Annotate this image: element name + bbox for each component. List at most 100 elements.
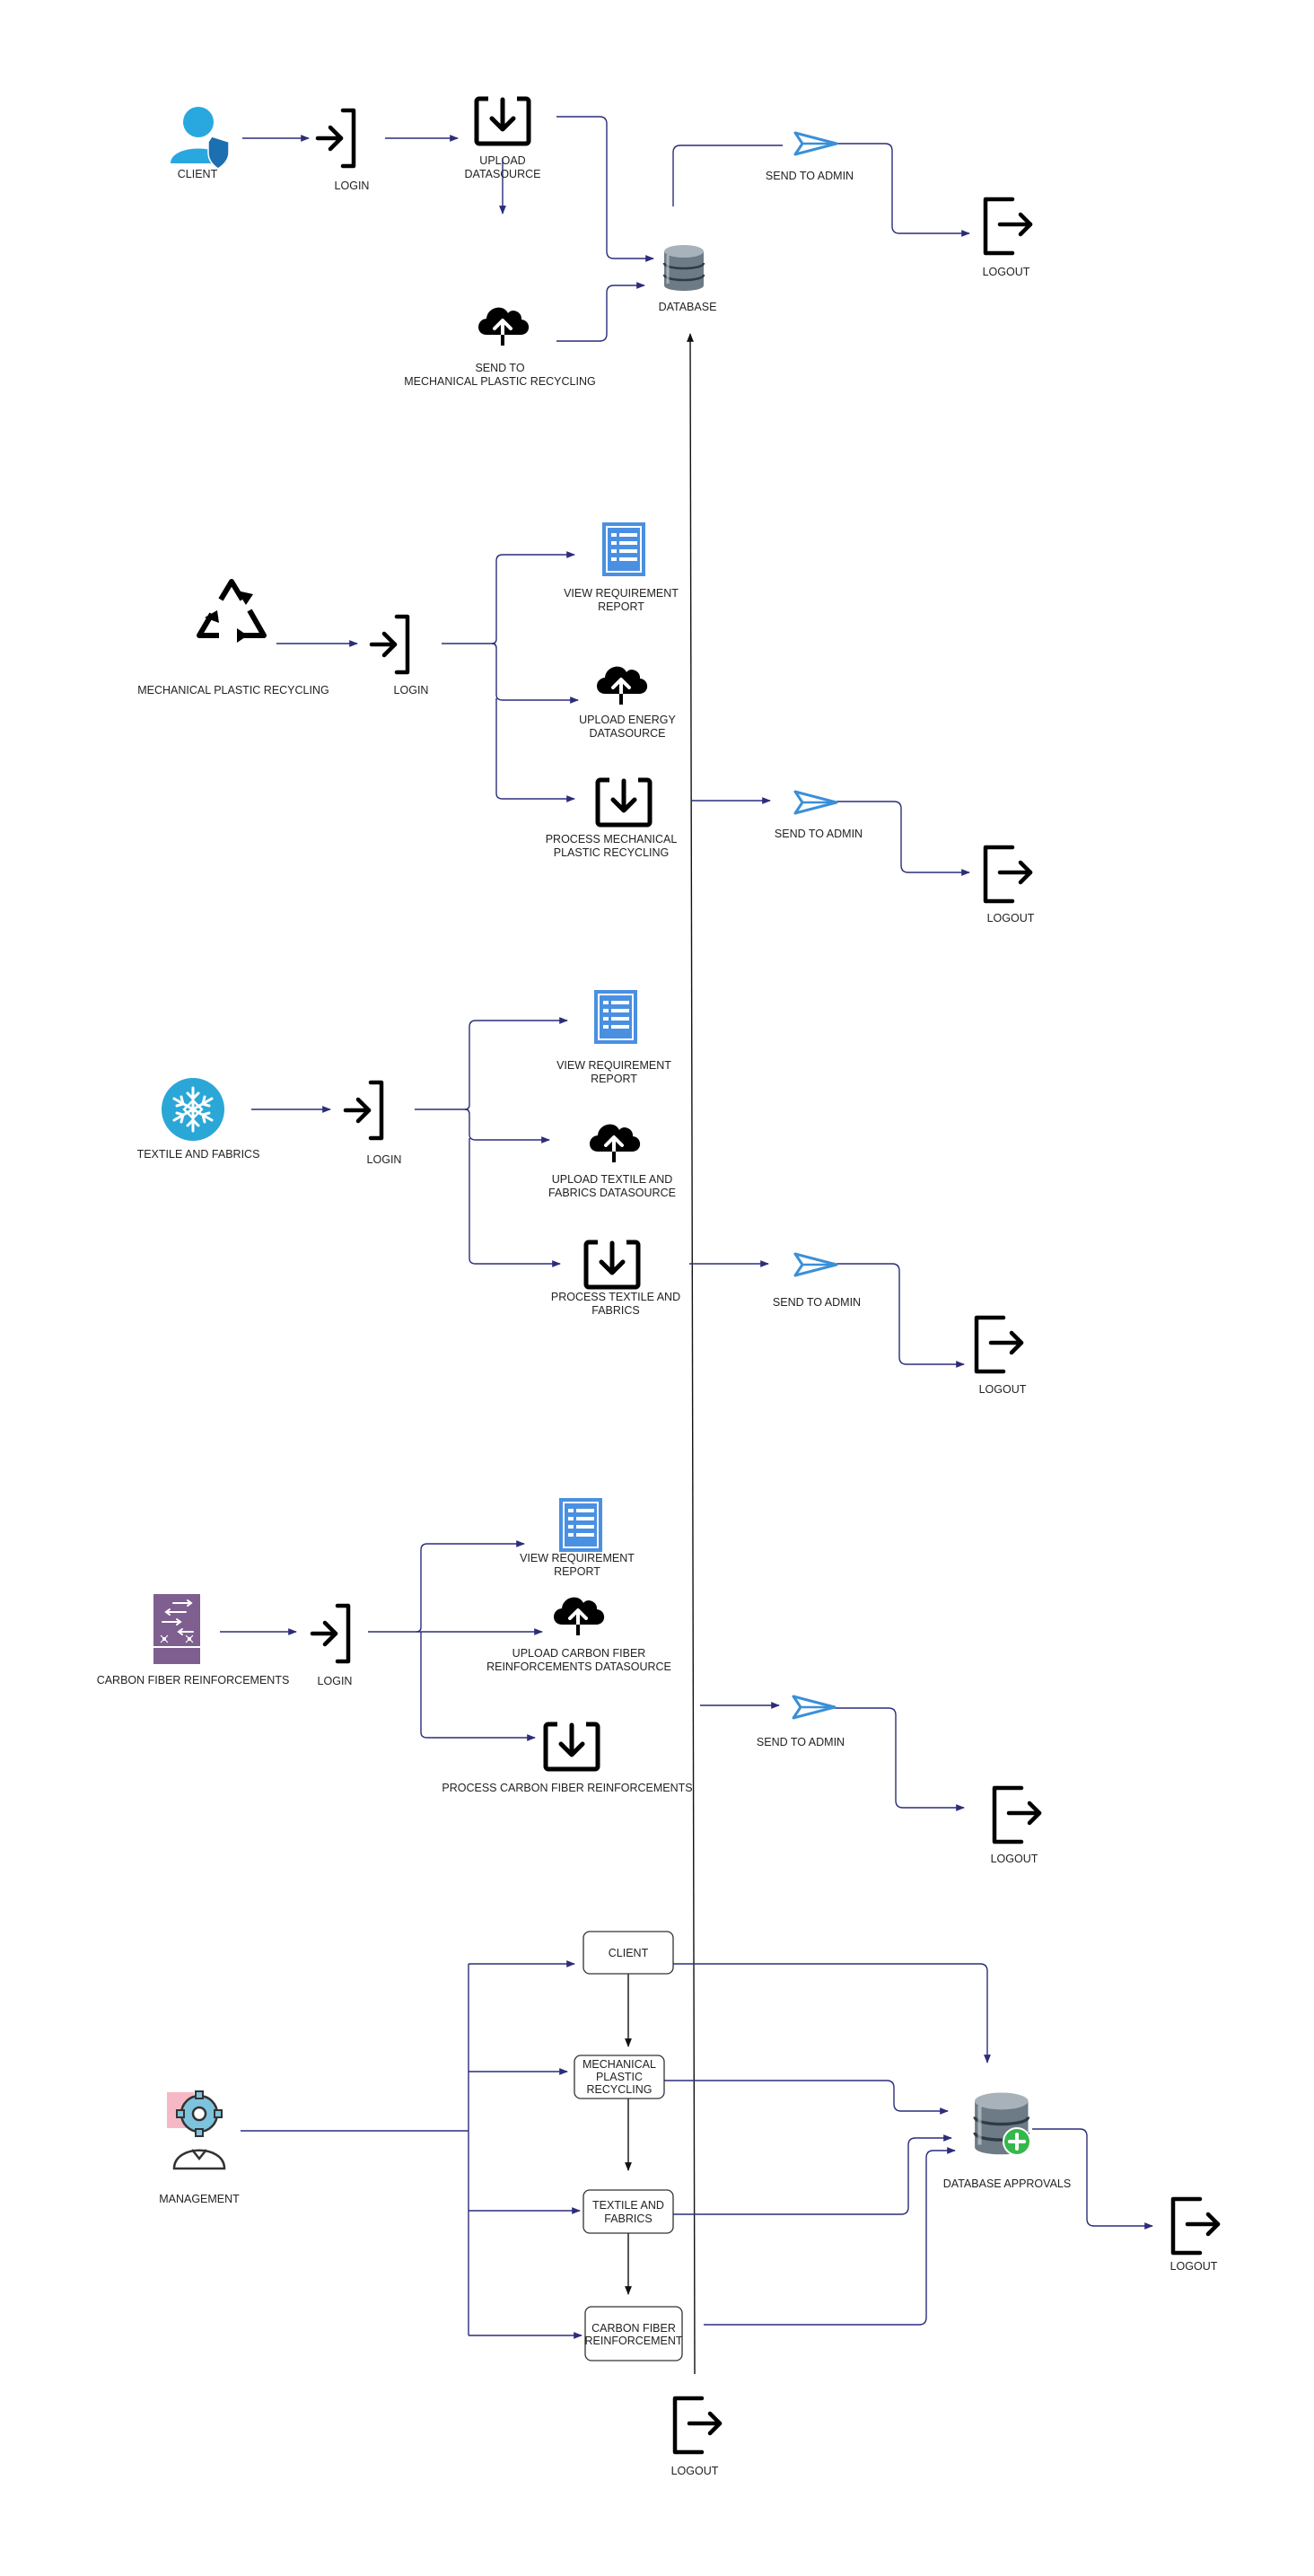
tf-process-node[interactable]: PROCESS TEXTILE AND FABRICS: [551, 1240, 680, 1317]
mgmt-tf-box[interactable]: TEXTILE AND FABRICS: [583, 2189, 674, 2234]
download-tray-icon: [598, 777, 650, 825]
upload-datasource-node[interactable]: UPLOAD DATASOURCE: [465, 96, 541, 180]
logout-icon: [994, 1788, 1039, 1842]
logout-label: LOGOUT: [991, 1853, 1038, 1865]
logout-node-2[interactable]: LOGOUT: [986, 847, 1035, 924]
recycle-icon: [197, 579, 267, 643]
process-label: PROCESS CARBON FIBER REINFORCEMENTS: [442, 1782, 692, 1794]
database-node[interactable]: DATABASE: [659, 243, 717, 313]
approvals-label: DATABASE APPROVALS: [943, 2177, 1071, 2190]
logout-node-4[interactable]: LOGOUT: [991, 1788, 1039, 1865]
upload-label-2: FABRICS DATASOURCE: [548, 1187, 676, 1199]
cloud-upload-icon: [552, 1595, 607, 1637]
mpr-process-node[interactable]: PROCESS MECHANICAL PLASTIC RECYCLING: [546, 777, 678, 859]
send-admin-label: SEND TO ADMIN: [757, 1736, 845, 1748]
cf-process-node[interactable]: PROCESS CARBON FIBER REINFORCEMENTS: [442, 1722, 693, 1794]
client-login-node[interactable]: LOGIN: [318, 110, 369, 192]
send-to-mpr-node[interactable]: SEND TO MECHANICAL PLASTIC RECYCLING: [404, 305, 596, 388]
tf-upload-node[interactable]: UPLOAD TEXTILE AND FABRICS DATASOURCE: [548, 1122, 676, 1199]
view-label-1: VIEW REQUIREMENT: [556, 1059, 671, 1072]
upload-label-2: DATASOURCE: [590, 727, 666, 740]
send-admin-node-2[interactable]: SEND TO ADMIN: [775, 790, 863, 840]
mgmt-cf-box[interactable]: CARBON FIBER REINFORCEMENT: [584, 2306, 683, 2361]
box-client-text: CLIENT: [609, 1947, 649, 1959]
paper-plane-icon: [793, 790, 838, 815]
mpr-view-report-node[interactable]: VIEW REQUIREMENT REPORT: [564, 521, 679, 613]
logout-node-mgmt[interactable]: LOGOUT: [1170, 2199, 1218, 2273]
tf-actor-node[interactable]: TEXTILE AND FABRICS: [137, 1078, 260, 1161]
send-label-1: SEND TO: [475, 362, 524, 374]
login-icon: [372, 617, 407, 672]
logout-label: LOGOUT: [671, 2465, 719, 2477]
cf-login-node[interactable]: LOGIN: [312, 1606, 352, 1687]
upload-label-2: REINFORCEMENTS DATASOURCE: [486, 1660, 671, 1673]
send-admin-node-3[interactable]: SEND TO ADMIN: [773, 1252, 861, 1309]
database-approvals-node[interactable]: DATABASE APPROVALS: [943, 2092, 1071, 2190]
cf-actor-label: CARBON FIBER REINFORCEMENTS: [97, 1674, 290, 1687]
send-admin-label: SEND TO ADMIN: [766, 170, 854, 182]
login-label: LOGIN: [335, 180, 370, 192]
box-cf-text-2: REINFORCEMENT: [584, 2335, 682, 2347]
box-tf-text-2: FABRICS: [604, 2212, 653, 2225]
cloud-upload-icon: [588, 1122, 643, 1164]
snowflake-icon: [162, 1078, 224, 1141]
client-label: CLIENT: [178, 168, 218, 180]
view-label-2: REPORT: [554, 1565, 600, 1578]
tf-login-node[interactable]: LOGIN: [346, 1082, 401, 1166]
upload-label-1: UPLOAD ENERGY: [579, 714, 676, 726]
paper-plane-icon: [793, 1252, 838, 1277]
report-document-icon: [593, 989, 638, 1045]
logout-icon: [986, 847, 1030, 901]
tf-view-report-node[interactable]: VIEW REQUIREMENT REPORT: [556, 989, 671, 1085]
cf-view-report-node[interactable]: VIEW REQUIREMENT REPORT: [520, 1497, 635, 1578]
logout-node-bottom[interactable]: LOGOUT: [671, 2398, 720, 2477]
view-label-2: REPORT: [591, 1073, 637, 1085]
login-icon: [346, 1082, 381, 1138]
mgmt-client-box[interactable]: CLIENT: [583, 1931, 674, 1975]
tf-actor-label: TEXTILE AND FABRICS: [137, 1148, 260, 1161]
process-label-1: PROCESS TEXTILE AND: [551, 1291, 680, 1303]
mpr-upload-energy-node[interactable]: UPLOAD ENERGY DATASOURCE: [579, 664, 676, 740]
send-admin-label: SEND TO ADMIN: [775, 828, 863, 840]
logout-node-1[interactable]: LOGOUT: [983, 199, 1030, 278]
cloud-upload-icon: [595, 664, 650, 706]
paper-plane-icon: [792, 1695, 837, 1720]
database-icon: [662, 243, 705, 293]
upload-label-2: DATASOURCE: [465, 168, 541, 180]
report-document-icon: [601, 521, 646, 577]
view-label-2: REPORT: [598, 600, 644, 613]
upload-label-1: UPLOAD: [479, 154, 525, 167]
send-admin-node-1[interactable]: SEND TO ADMIN: [766, 131, 854, 182]
edges: [220, 116, 1153, 2375]
login-icon: [312, 1606, 348, 1661]
login-label: LOGIN: [367, 1153, 402, 1166]
send-label-2: MECHANICAL PLASTIC RECYCLING: [404, 375, 595, 388]
logout-icon: [1173, 2199, 1218, 2253]
login-icon: [318, 110, 354, 166]
logout-label: LOGOUT: [987, 912, 1035, 924]
cf-upload-node[interactable]: UPLOAD CARBON FIBER REINFORCEMENTS DATAS…: [486, 1595, 671, 1673]
manager-gear-icon: [167, 2090, 226, 2170]
login-label: LOGIN: [394, 684, 429, 697]
logout-label: LOGOUT: [1170, 2260, 1218, 2273]
box-mpr-text-1: MECHANICAL: [583, 2058, 656, 2071]
download-tray-icon: [586, 1240, 638, 1287]
logout-node-3[interactable]: LOGOUT: [977, 1318, 1027, 1396]
mpr-actor-label: MECHANICAL PLASTIC RECYCLING: [137, 684, 328, 697]
report-document-icon: [558, 1497, 603, 1553]
cloud-upload-icon: [477, 305, 531, 347]
mgmt-mpr-box[interactable]: MECHANICAL PLASTIC RECYCLING: [574, 2055, 665, 2099]
box-mpr-text-2: PLASTIC: [596, 2071, 643, 2083]
mpr-login-node[interactable]: LOGIN: [372, 617, 428, 697]
logout-icon: [977, 1318, 1021, 1371]
management-actor-node[interactable]: MANAGEMENT: [159, 2090, 240, 2205]
process-label-2: PLASTIC RECYCLING: [554, 846, 670, 859]
cf-actor-node[interactable]: CARBON FIBER REINFORCEMENTS: [97, 1594, 290, 1687]
mpr-actor-node[interactable]: MECHANICAL PLASTIC RECYCLING: [137, 579, 329, 697]
box-mpr-text-3: RECYCLING: [587, 2083, 653, 2096]
client-node[interactable]: CLIENT: [171, 107, 230, 180]
send-admin-label: SEND TO ADMIN: [773, 1296, 861, 1309]
process-label-1: PROCESS MECHANICAL: [546, 833, 678, 846]
send-admin-node-4[interactable]: SEND TO ADMIN: [757, 1695, 845, 1748]
